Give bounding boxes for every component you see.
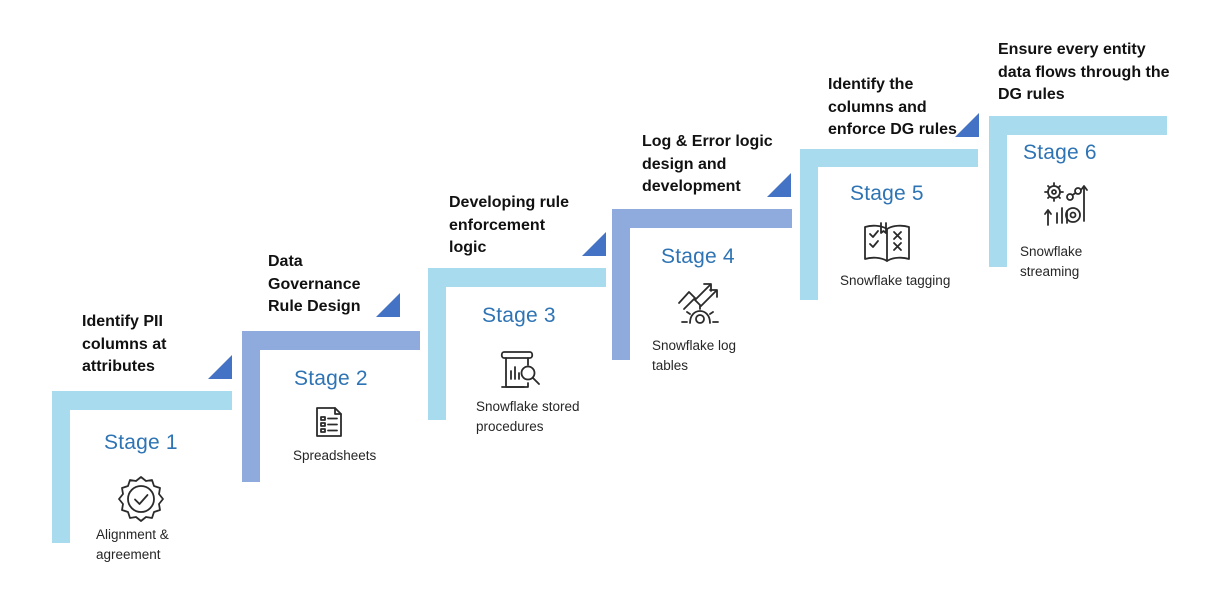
stage-5-label-line: columns and: [828, 98, 927, 116]
stage-1-caption: Alignment & agreement: [96, 525, 169, 564]
stage-1-step-bar: [52, 391, 232, 410]
stage-6-caption-line: streaming: [1020, 263, 1080, 279]
stage-6-title: Stage 6: [1023, 141, 1097, 164]
stage-3-label: Developing rule enforcement logic: [449, 192, 569, 260]
badge-check-icon: [116, 474, 166, 524]
gear-analytics-icon: [1040, 179, 1090, 229]
stage-4-label-line: Log & Error logic: [642, 133, 773, 150]
stage-6-caption-line: Snowflake: [1020, 244, 1083, 259]
stage-3-caption-line: Snowflake stored: [476, 399, 580, 414]
growth-gear-icon: [676, 281, 724, 325]
stage-1-caption-line: Alignment &: [96, 527, 169, 542]
stage-6-label-line: Ensure every entity: [998, 41, 1146, 58]
stage-2-label-line: Governance: [268, 275, 361, 293]
stage-5-caption-line: Snowflake tagging: [840, 273, 951, 288]
document-search-icon: [498, 349, 544, 391]
stage-5-caption: Snowflake tagging: [840, 271, 950, 291]
stage-3-label-line: logic: [449, 239, 487, 256]
stage-2-step-bar: [242, 331, 420, 350]
stage-2-caption-line: Spreadsheets: [293, 448, 377, 463]
stage-3-caption-line: procedures: [476, 418, 544, 434]
stage-1-step-post: [52, 391, 70, 543]
stage-1-label-line: attributes: [82, 358, 155, 375]
stage-2-corner-triangle: [376, 293, 400, 317]
stage-1-caption-line: agreement: [96, 546, 161, 562]
stage-1-label: Identify PII columns at attributes: [82, 311, 166, 379]
stage-3-step-post: [428, 268, 446, 420]
stage-4-corner-triangle: [767, 173, 791, 197]
stage-1-label-line: columns at: [82, 335, 167, 353]
stage-1-corner-triangle: [208, 355, 232, 379]
stage-5-step-bar: [800, 149, 978, 167]
stage-3-label-line: enforcement: [449, 216, 546, 234]
stage-6-label-line: data flows through the: [998, 63, 1170, 81]
checklist-book-icon: [861, 222, 913, 264]
stage-4-step-bar: [612, 209, 792, 228]
stage-3-caption: Snowflake stored procedures: [476, 397, 580, 436]
stage-3-title: Stage 3: [482, 304, 556, 327]
stage-1-label-line: Identify PII: [82, 313, 163, 330]
spreadsheet-icon: [314, 406, 344, 438]
stage-5-label: Identify the columns and enforce DG rules: [828, 74, 957, 142]
stage-3-step-bar: [428, 268, 606, 287]
stage-2-title: Stage 2: [294, 367, 368, 390]
stage-4-label: Log & Error logic design and development: [642, 131, 773, 199]
stage-3-corner-triangle: [582, 232, 606, 256]
stage-2-label-line: Data: [268, 253, 303, 270]
stage-5-title: Stage 5: [850, 182, 924, 205]
stage-6-caption: Snowflake streaming: [1020, 242, 1082, 281]
stage-4-label-line: design and: [642, 155, 727, 173]
stage-1-title: Stage 1: [104, 431, 178, 454]
stage-6-step-bar: [989, 116, 1167, 135]
stage-5-label-line: enforce DG rules: [828, 121, 957, 138]
stage-4-step-post: [612, 209, 630, 360]
stage-5-step-post: [800, 149, 818, 300]
stage-2-caption: Spreadsheets: [293, 446, 376, 466]
stage-4-label-line: development: [642, 178, 741, 195]
stage-4-title: Stage 4: [661, 245, 735, 268]
stage-4-caption: Snowflake log tables: [652, 336, 736, 375]
stage-6-step-post: [989, 116, 1007, 267]
stage-4-caption-line: Snowflake log: [652, 338, 737, 353]
stage-2-step-post: [242, 331, 260, 482]
stage-5-corner-triangle: [955, 113, 979, 137]
stage-2-label-line: Rule Design: [268, 298, 361, 315]
stage-6-label-line: DG rules: [998, 86, 1065, 103]
stage-4-caption-line: tables: [652, 357, 689, 373]
stage-6-label: Ensure every entity data flows through th…: [998, 39, 1170, 107]
stage-3-label-line: Developing rule: [449, 194, 570, 211]
stage-5-label-line: Identify the: [828, 76, 914, 93]
